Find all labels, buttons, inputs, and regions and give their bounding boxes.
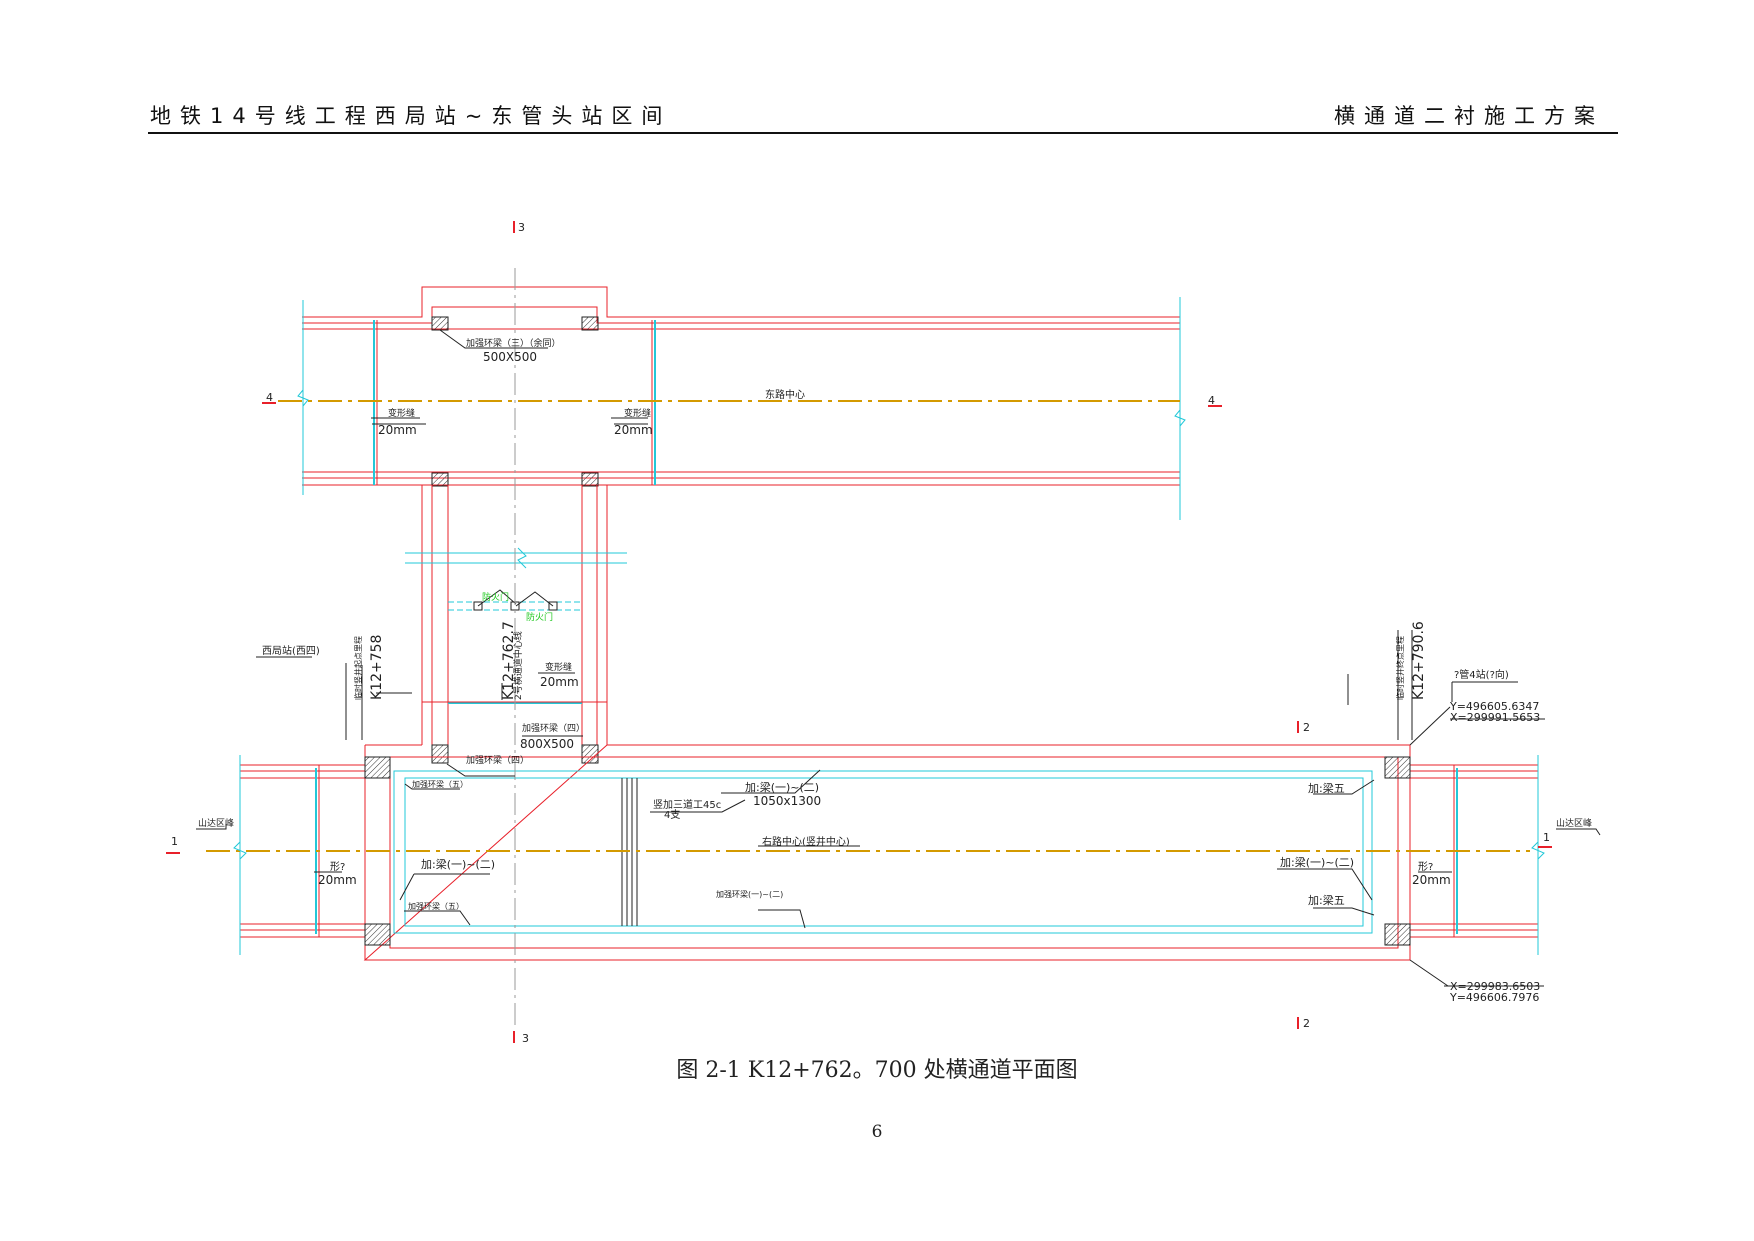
label-right-shaft: 临时竖井终点里程: [1395, 636, 1405, 700]
label-ring4: 加强环梁（四）: [522, 722, 585, 734]
label-right-chainage: K12+790.6: [1411, 621, 1427, 700]
label-ring4-size: 800X500: [520, 737, 574, 751]
ring-beam-squares-lower: [364, 756, 1411, 946]
label-ring3: 加强环梁（三）（余同）: [466, 337, 561, 349]
label-beam-top: 加:梁(一)~(二): [745, 780, 819, 794]
label-ring5-bottom: 加强环梁（五）: [408, 901, 464, 911]
lower-tunnel-right: [1410, 764, 1538, 938]
label-left-shaft: 临时竖井起点里程: [353, 636, 363, 700]
label-door-2: 防火门: [526, 611, 553, 623]
section-1-right: 1: [1543, 831, 1550, 844]
passage-break: [405, 552, 627, 564]
label-left-chainage: K12+758: [369, 635, 385, 700]
label-joint-c: 变形缝: [545, 661, 572, 673]
break-mark-left: [297, 389, 309, 407]
label-joint-b-size: 20mm: [614, 423, 653, 437]
label-passage-chainage: K12+762.7: [501, 621, 517, 700]
label-joint-d-size: 20mm: [318, 873, 357, 887]
label-joint-c-size: 20mm: [540, 675, 579, 689]
label-joint-b: 变形缝: [624, 407, 651, 419]
label-beam-top-size: 1050x1300: [753, 794, 821, 808]
upper-joint-walls: [376, 320, 653, 485]
label-i-beam: 竖加三道工45c: [653, 798, 721, 811]
lower-shaft-outer: [363, 744, 1411, 961]
passage-break-zigzag: [517, 547, 527, 569]
section-2-top: 2: [1303, 721, 1310, 734]
section-4-right: 4: [1208, 394, 1215, 407]
header-rule: [148, 132, 1618, 134]
label-joint-e-size: 20mm: [1412, 873, 1451, 887]
label-beam5-right-bottom: 加:梁五: [1308, 893, 1345, 907]
label-ring5-top: 加强环梁（五）: [412, 779, 468, 789]
section-markers: [166, 221, 1552, 1043]
figure-caption: 图 2-1 K12+762。700 处横通道平面图: [676, 1058, 1078, 1083]
fire-door-swing: [477, 589, 554, 607]
break-mark-lower-left: [233, 841, 247, 860]
label-beam-right: 加:梁(一)~(二): [1280, 855, 1354, 869]
label-beam-left: 加:梁(一)~(二): [421, 857, 495, 871]
label-coord-x2: X=299983.6503: [1450, 980, 1540, 993]
label-mountain-right: 山达区峰: [1556, 817, 1592, 829]
label-ring-bottom: 加强环梁(一)~(二): [716, 889, 783, 899]
label-passage-center: 2号横通道中心线: [512, 631, 524, 700]
label-west-station: 西局站(西四): [262, 644, 320, 657]
break-mark-right: [1174, 409, 1186, 427]
label-joint-a: 变形缝: [388, 407, 415, 419]
label-ring4-2: 加强环梁（四）: [466, 754, 529, 766]
label-joint-e: 形?: [1418, 861, 1433, 873]
ring-beam-squares-top: [431, 316, 599, 487]
break-mark-lower-right: [1531, 841, 1545, 860]
drawing-labels: 加强环梁（三）（余同） 500X500 东路中心 变形缝 20mm 变形缝 20…: [198, 337, 1592, 1004]
label-i-beam-qty: 4支: [664, 809, 680, 821]
ring-beam-squares-mid: [431, 744, 599, 764]
label-coord-x1: X=299991.5653: [1450, 711, 1540, 724]
section-4-left: 4: [266, 391, 273, 404]
label-joint-d: 形?: [330, 861, 345, 873]
label-coord-y1: Y=496605.6347: [1449, 700, 1539, 713]
section-2-bottom: 2: [1303, 1017, 1310, 1030]
label-beam5-right-top: 加:梁五: [1308, 781, 1345, 795]
label-mountain-left: 山达区峰: [198, 817, 234, 829]
section-3-top: 3: [518, 221, 525, 234]
label-east-center: 东路中心: [765, 388, 805, 401]
label-ring3-size: 500X500: [483, 350, 537, 364]
header-title-right: 横通道二衬施工方案: [1334, 104, 1604, 128]
header-title-left: 地铁14号线工程西局站~东管头站区间: [150, 104, 672, 128]
label-coord-y2: Y=496606.7976: [1449, 991, 1539, 1004]
label-center-lower: 右路中心(竖井中心): [762, 835, 850, 848]
section-3-bottom: 3: [522, 1032, 529, 1045]
label-joint-a-size: 20mm: [378, 423, 417, 437]
section-1-left: 1: [171, 835, 178, 848]
leader-lines: [196, 329, 1601, 987]
lower-tunnel-left: [240, 764, 365, 938]
page-number: 6: [871, 1122, 883, 1142]
label-right-station: ?管4站(?向): [1454, 668, 1509, 681]
label-door-1: 防火门: [482, 591, 509, 603]
